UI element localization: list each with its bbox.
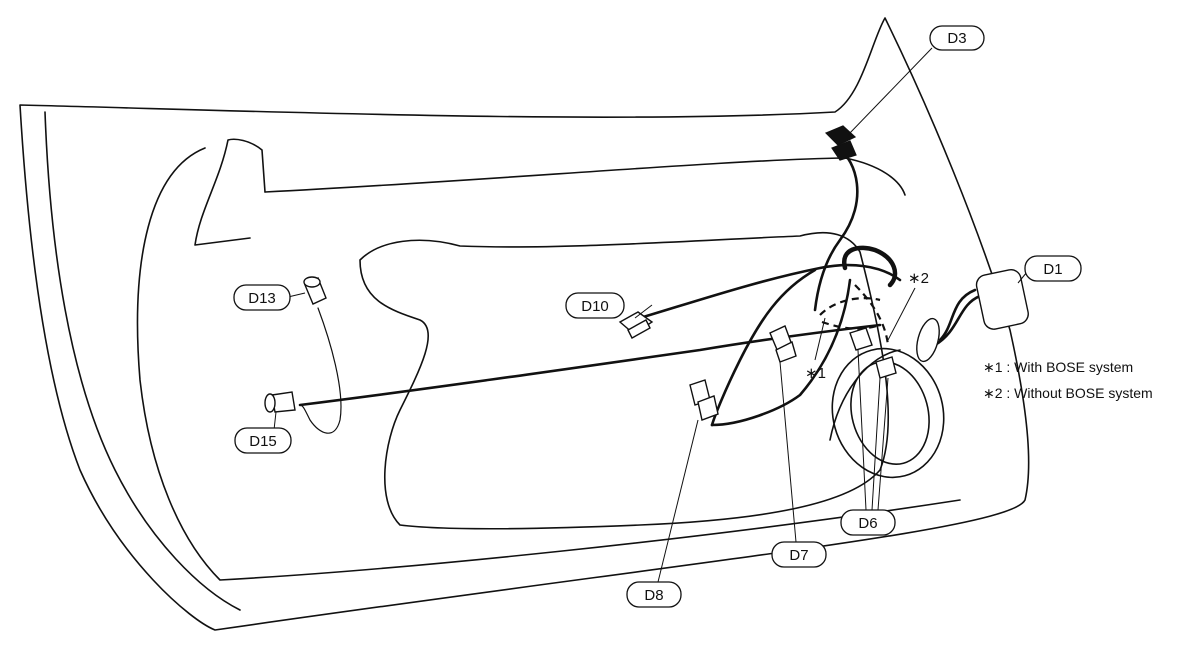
legend-item-2: ∗2 : Without BOSE system [983, 385, 1153, 401]
callout-d10: D10 [565, 292, 625, 319]
callout-d13-label: D13 [248, 290, 276, 307]
callout-d8-label: D8 [644, 587, 663, 604]
mark-star2: ∗2 [908, 270, 929, 287]
connector-d3 [824, 125, 857, 161]
callout-d6: D6 [840, 509, 896, 536]
callout-d3-label: D3 [947, 30, 966, 47]
callout-d1: D1 [1024, 255, 1082, 282]
connector-d6-b [875, 356, 897, 379]
mark-star1: ∗1 [805, 365, 826, 382]
speaker-housing [829, 347, 945, 479]
callout-d1-label: D1 [1043, 261, 1062, 278]
callout-d13: D13 [233, 284, 291, 311]
callout-d15: D15 [234, 427, 292, 454]
callout-d6-label: D6 [858, 515, 877, 532]
callout-d3: D3 [929, 25, 985, 51]
connector-d8 [689, 379, 719, 421]
callout-d10-label: D10 [581, 298, 609, 315]
callout-d7-label: D7 [789, 547, 808, 564]
connector-d13 [303, 276, 327, 305]
wire-harness [298, 148, 982, 434]
callout-d15-label: D15 [249, 433, 277, 450]
callout-d8: D8 [626, 581, 682, 608]
connector-d7 [769, 325, 797, 363]
callout-d7: D7 [771, 541, 827, 568]
leader-lines [273, 47, 1028, 583]
connector-d10 [618, 311, 654, 339]
legend-item-1: ∗1 : With BOSE system [983, 359, 1133, 375]
door-outline [19, 17, 1030, 631]
connector-d6-a [849, 327, 873, 351]
connectors [264, 125, 1029, 421]
connector-d15 [264, 391, 296, 413]
legend: ∗1 : With BOSE system ∗2 : Without BOSE … [983, 359, 1153, 401]
connector-d1 [916, 268, 1029, 363]
